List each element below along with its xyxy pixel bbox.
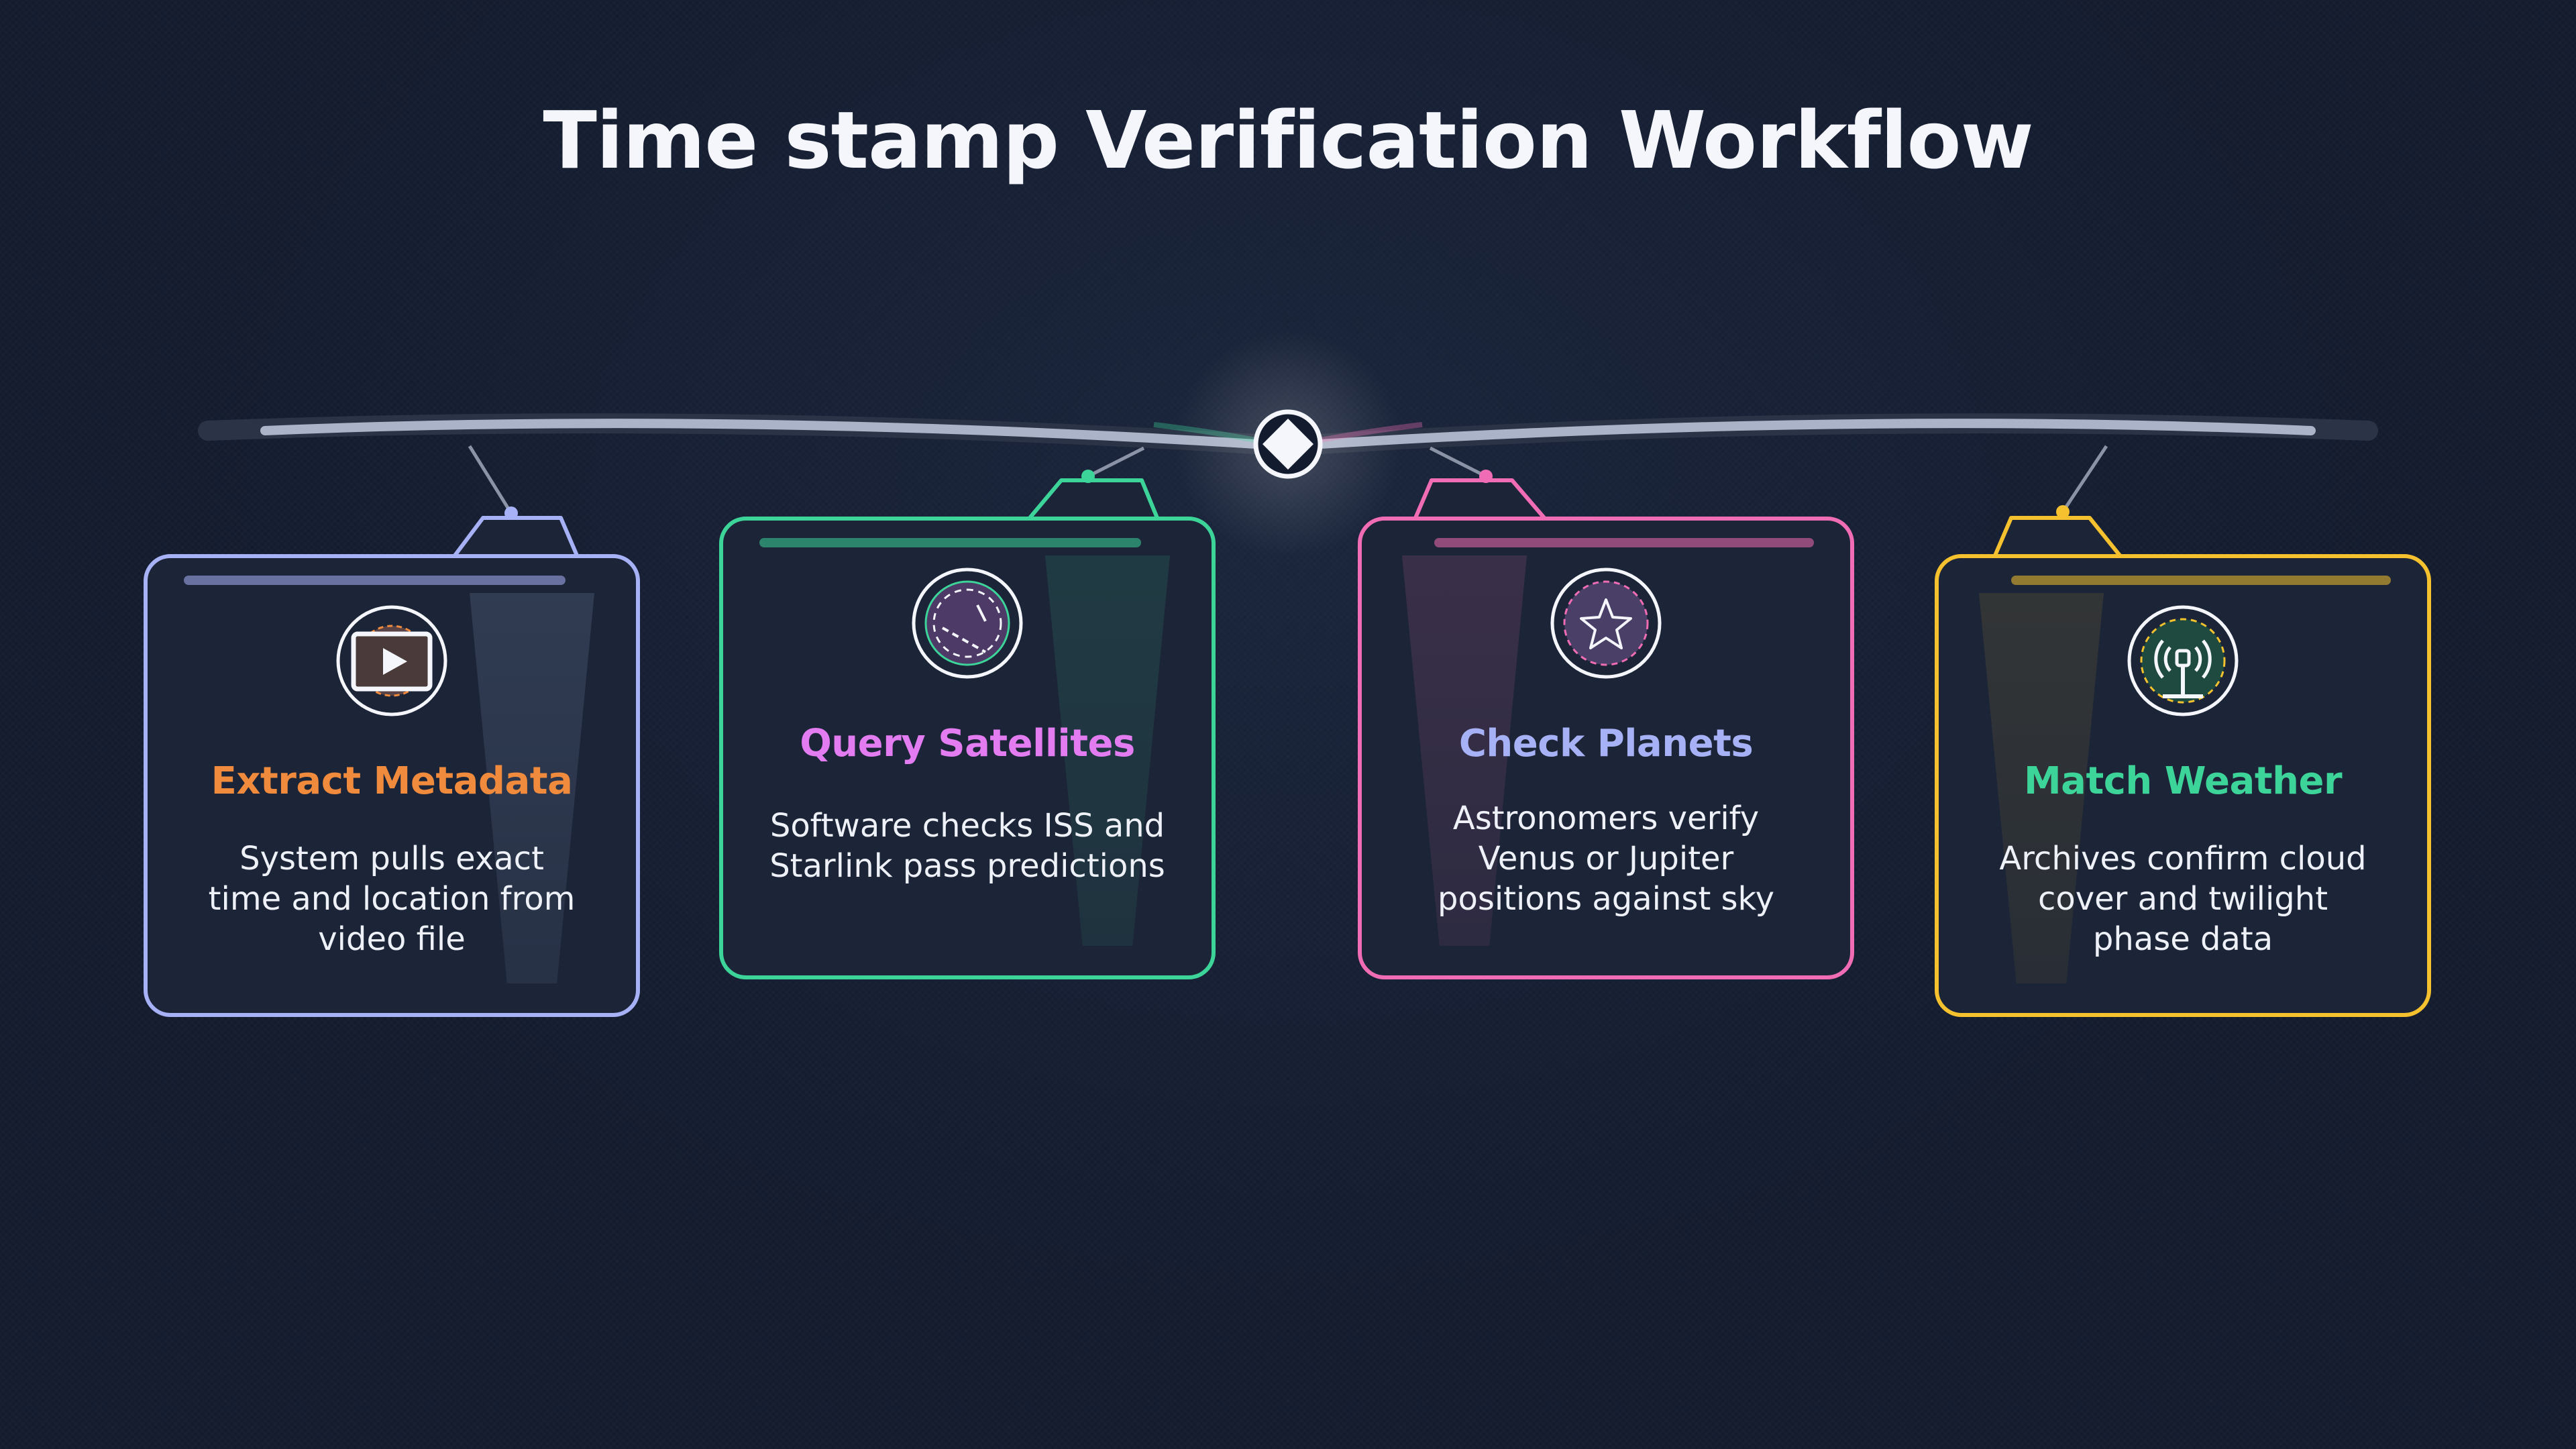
connector-1 xyxy=(468,445,513,515)
tab-step-3 xyxy=(1413,478,1546,519)
step-description: Astronomers verify Venus or Jupiter posi… xyxy=(1437,800,1775,918)
step-title: Check Planets xyxy=(1458,722,1754,765)
page-title: Time stamp Verification Workflow xyxy=(543,94,2033,186)
video-play-icon xyxy=(336,605,447,716)
step-card-check-planets: Check Planets Astronomers verify Venus o… xyxy=(1358,517,1854,979)
card-top-bar xyxy=(1434,538,1814,547)
card-top-bar xyxy=(184,576,566,585)
tab-step-1 xyxy=(453,516,579,557)
step-card-match-weather: Match Weather Archives confirm cloud cov… xyxy=(1935,554,2431,1017)
satellite-orbit-icon xyxy=(912,568,1023,679)
step-description: Software checks ISS and Starlink pass pr… xyxy=(769,807,1165,885)
step-card-extract-metadata: Extract Metadata System pulls exact time… xyxy=(144,554,640,1017)
connector-4 xyxy=(2061,445,2108,513)
step-title: Match Weather xyxy=(2023,759,2343,803)
step-title: Query Satellites xyxy=(800,722,1135,765)
tab-step-2 xyxy=(1028,478,1159,519)
center-diamond-icon xyxy=(1253,409,1323,479)
step-description: System pulls exact time and location fro… xyxy=(208,840,576,958)
connector-2 xyxy=(1087,446,1145,478)
step-description: Archives confirm cloud cover and twiligh… xyxy=(1999,840,2367,958)
connector-3 xyxy=(1429,446,1487,478)
card-top-bar xyxy=(759,538,1141,547)
tab-step-4 xyxy=(1993,516,2122,557)
weather-station-icon xyxy=(2127,605,2239,716)
card-top-bar xyxy=(2011,576,2391,585)
step-card-query-satellites: Query Satellites Software checks ISS and… xyxy=(719,517,1216,979)
step-title: Extract Metadata xyxy=(211,759,573,803)
star-icon xyxy=(1550,568,1662,679)
